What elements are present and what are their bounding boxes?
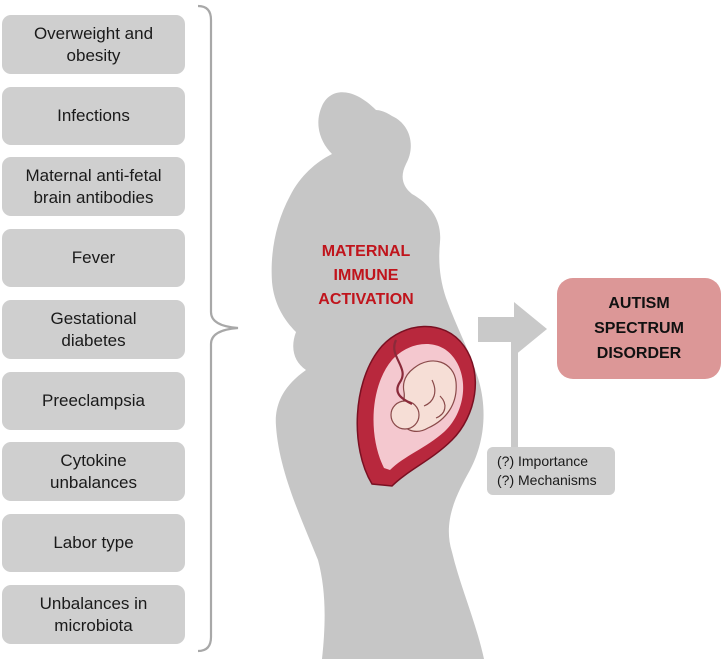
autism-spectrum-disorder-box: AUTISM SPECTRUM DISORDER (557, 278, 721, 379)
fetus-leg (435, 395, 446, 419)
risk-factor-antibodies: Maternal anti-fetal brain antibodies (2, 157, 185, 216)
umbilical-cord (393, 339, 413, 405)
risk-factor-labor-type: Labor type (2, 514, 185, 572)
fetus-head (390, 400, 420, 430)
risk-factor-overweight: Overweight and obesity (2, 15, 185, 74)
arrow-right-icon (478, 302, 547, 356)
risk-factor-cytokine: Cytokine unbalances (2, 442, 185, 501)
risk-factor-preeclampsia: Preeclampsia (2, 372, 185, 430)
risk-factor-fever: Fever (2, 229, 185, 287)
maternal-immune-activation-label: MATERNAL IMMUNE ACTIVATION (318, 243, 414, 308)
connector-line (511, 342, 518, 448)
risk-factor-gestational-diabetes: Gestational diabetes (2, 300, 185, 359)
risk-factor-infections: Infections (2, 87, 185, 145)
fetus-arm (423, 379, 436, 407)
risk-factor-microbiota: Unbalances in microbiota (2, 585, 185, 644)
question-mechanisms: (?) Mechanisms (497, 472, 597, 488)
open-questions-box: (?) Importance (?) Mechanisms (487, 447, 615, 495)
curly-brace-icon (197, 4, 239, 653)
question-importance: (?) Importance (497, 453, 589, 469)
